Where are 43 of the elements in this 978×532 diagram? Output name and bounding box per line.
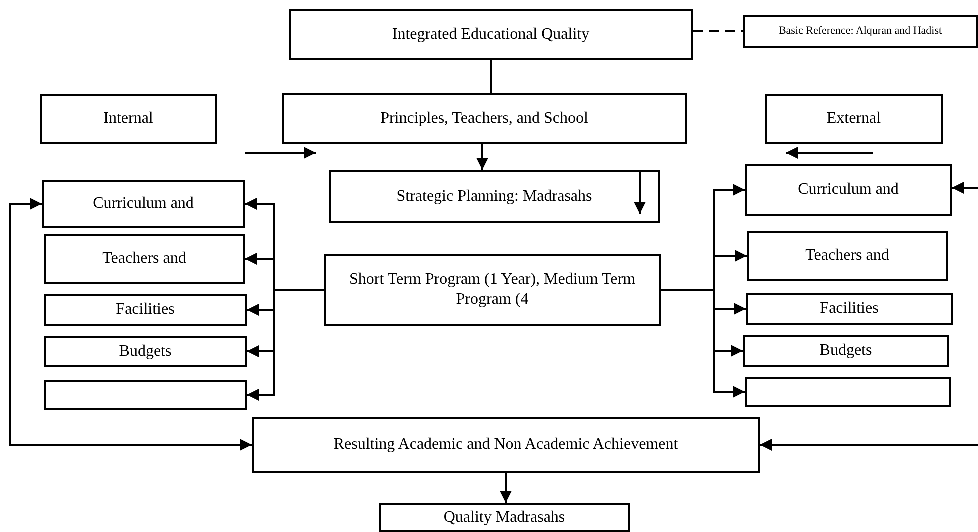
box-label: Resulting Academic and Non Academic Achievement xyxy=(334,435,678,455)
process-box xyxy=(745,164,952,216)
empty-box xyxy=(745,377,951,407)
box-label: Teachers and xyxy=(806,246,890,266)
connector-arrow xyxy=(760,439,978,451)
box-label: Internal xyxy=(104,109,154,129)
box-label: Integrated Educational Quality xyxy=(392,24,590,44)
process-box xyxy=(282,93,687,144)
box-label: Budgets xyxy=(119,342,172,362)
process-box xyxy=(40,94,217,144)
process-box xyxy=(743,335,949,367)
process-box xyxy=(747,231,948,281)
box-label: Principles, Teachers, and School xyxy=(380,108,588,128)
process-box xyxy=(329,170,660,223)
connector-arrow xyxy=(952,182,978,194)
box-label: Facilities xyxy=(116,300,175,320)
process-box xyxy=(746,293,953,325)
process-box xyxy=(743,15,978,48)
connector-arrow xyxy=(476,144,488,170)
box-label: Teachers and xyxy=(102,249,186,269)
box-label: Basic Reference: Alquran and Hadist xyxy=(778,24,942,38)
process-box xyxy=(44,234,245,284)
process-box xyxy=(44,294,247,326)
box-label: Curriculum and xyxy=(93,194,194,214)
connector-arrow xyxy=(500,473,512,503)
box-label: Quality Madrasahs xyxy=(444,508,566,528)
process-box xyxy=(44,336,247,367)
empty-box xyxy=(44,380,247,410)
box-label: Budgets xyxy=(820,341,872,361)
process-box xyxy=(42,180,245,228)
connector-arrow xyxy=(9,198,252,451)
process-box xyxy=(765,94,943,144)
connector-arrow xyxy=(247,289,324,401)
process-box xyxy=(324,254,661,326)
box-label: Curriculum and xyxy=(798,180,899,200)
connector-arrow xyxy=(661,289,745,398)
process-box xyxy=(289,9,693,60)
process-box xyxy=(252,417,760,473)
box-label: Short Term Program (1 Year), Medium Term Program (4 xyxy=(348,270,637,310)
box-label: Facilities xyxy=(820,299,879,319)
process-box xyxy=(379,503,630,532)
box-label: External xyxy=(826,109,882,129)
box-label: Strategic Planning: Madrasahs xyxy=(396,186,592,206)
